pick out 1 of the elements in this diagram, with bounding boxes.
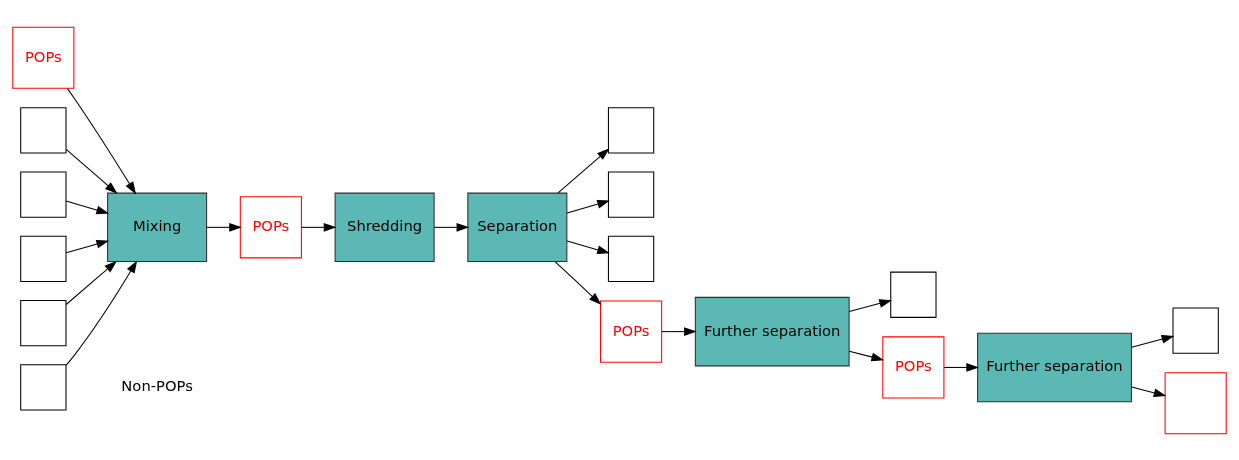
label: Non-POPs xyxy=(121,376,193,394)
